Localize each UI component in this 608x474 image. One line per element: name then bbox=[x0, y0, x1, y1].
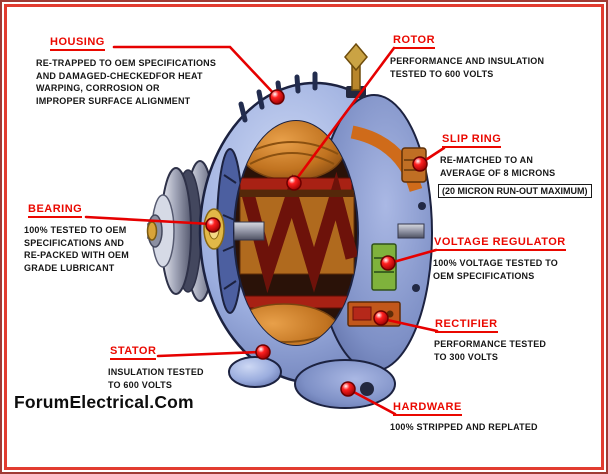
callout-stator-title: STATOR bbox=[110, 345, 157, 360]
callout-voltage-regulator-title: VOLTAGE REGULATOR bbox=[434, 236, 566, 251]
watermark: ForumElectrical.Com bbox=[14, 392, 194, 412]
callout-line-voltage-regulator bbox=[388, 248, 438, 265]
callout-rectifier-desc: PERFORMANCE TESTED TO 300 VOLTS bbox=[434, 339, 547, 362]
shaft-center bbox=[234, 221, 265, 241]
terminal-stud bbox=[344, 42, 368, 98]
callout-dots bbox=[205, 89, 428, 397]
callout-dot-rotor bbox=[286, 175, 302, 191]
rear-bolt-top bbox=[418, 202, 426, 210]
callout-housing-desc: RE-TRAPPED TO OEM SPECIFICATIONS AND DAM… bbox=[36, 58, 217, 106]
callout-dot-housing bbox=[269, 89, 285, 105]
callout-lines bbox=[84, 45, 446, 416]
callout-dot-slip-ring bbox=[412, 156, 428, 172]
callout-line-hardware bbox=[348, 388, 397, 416]
callout-bearing-title: BEARING bbox=[28, 203, 83, 218]
slip-ring-note-box: (20 MICRON RUN-OUT MAXIMUM) bbox=[438, 184, 592, 198]
rear-bolt-bottom bbox=[412, 284, 420, 292]
rear-shaft bbox=[397, 223, 425, 239]
cutaway-interior bbox=[234, 121, 358, 345]
callout-stator-desc: INSULATION TESTED TO 600 VOLTS bbox=[108, 367, 204, 390]
callout-housing-title: HOUSING bbox=[50, 36, 105, 51]
callout-bearing-desc: 100% TESTED TO OEM SPECIFICATIONS AND RE… bbox=[24, 225, 129, 273]
callout-voltage-regulator-desc: 100% VOLTAGE TESTED TO OEM SPECIFICATION… bbox=[433, 258, 558, 281]
pulley-nut bbox=[146, 221, 158, 241]
rectifier-part bbox=[347, 301, 401, 327]
callout-slip-ring-desc: RE-MATCHED TO AN AVERAGE OF 8 MICRONS bbox=[440, 155, 556, 178]
callout-slip-ring-title: SLIP RING bbox=[442, 133, 502, 148]
callout-dot-voltage-regulator bbox=[380, 255, 396, 271]
callout-line-bearing bbox=[84, 215, 213, 226]
callout-line-housing bbox=[112, 45, 279, 99]
callout-slip-ring-note: (20 MICRON RUN-OUT MAXIMUM) bbox=[438, 181, 592, 199]
callout-rotor-title: ROTOR bbox=[393, 34, 436, 49]
callout-dot-bearing bbox=[205, 217, 221, 233]
callout-rotor-desc: PERFORMANCE AND INSULATION TESTED TO 600… bbox=[390, 56, 545, 79]
callout-dot-stator bbox=[255, 344, 271, 360]
callout-dot-hardware bbox=[340, 381, 356, 397]
callout-line-stator bbox=[156, 350, 263, 358]
callout-hardware-desc: 100% STRIPPED AND REPLATED bbox=[390, 422, 538, 432]
callout-line-rotor bbox=[293, 46, 396, 183]
callout-hardware-title: HARDWARE bbox=[393, 401, 462, 416]
callout-line-rectifier bbox=[381, 317, 439, 333]
callout-rectifier-title: RECTIFIER bbox=[435, 318, 498, 333]
callout-dot-rectifier bbox=[373, 310, 389, 326]
front-foot bbox=[228, 356, 282, 388]
